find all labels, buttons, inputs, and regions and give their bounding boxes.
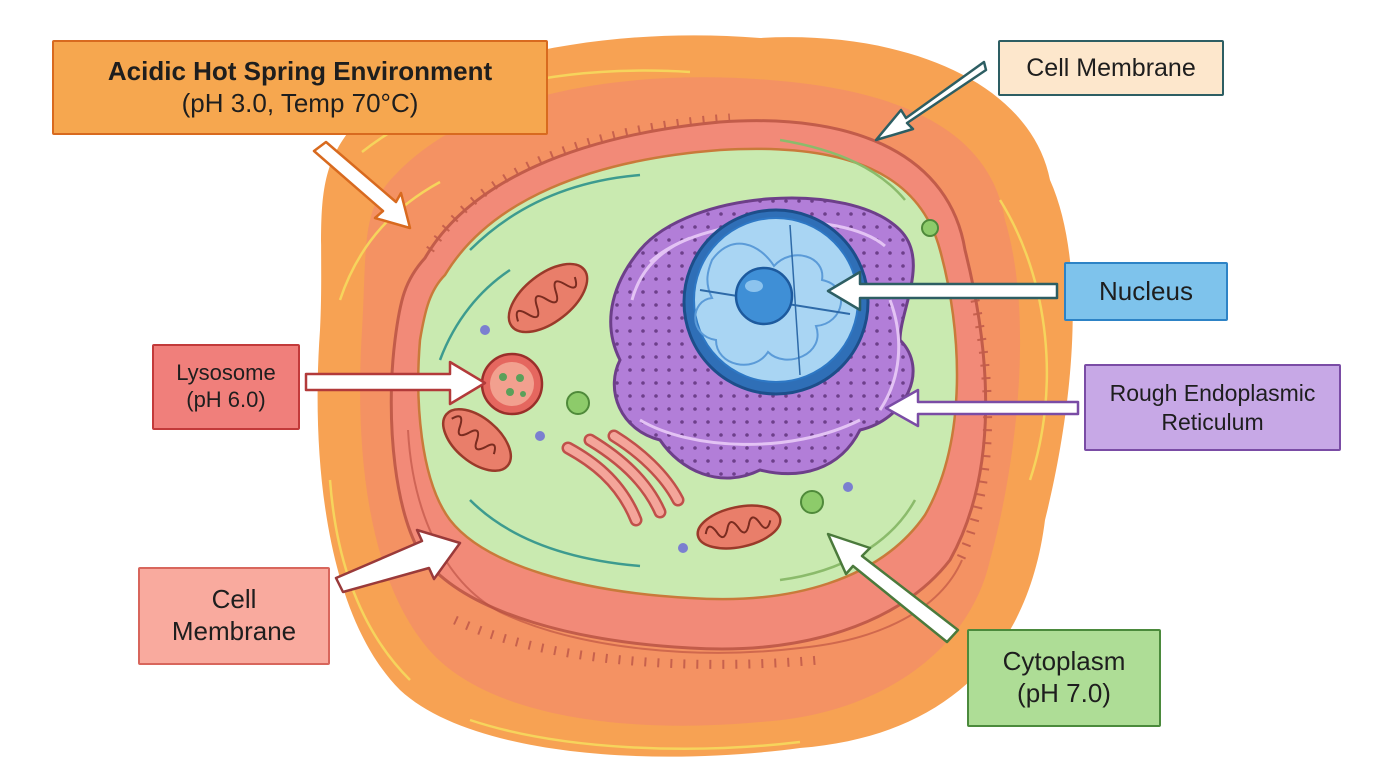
environment-label: Acidic Hot Spring Environment (pH 3.0, T… [52, 40, 548, 135]
lysosome-label: Lysosome (pH 6.0) [152, 344, 300, 430]
rough-er-line1: Rough Endoplasmic [1109, 380, 1316, 407]
cell-membrane-bottom-label: Cell Membrane [138, 567, 330, 665]
rough-er-label: Rough Endoplasmic Reticulum [1084, 364, 1341, 451]
arrow-nucleus [826, 270, 1059, 312]
pointer-arrows [304, 60, 1080, 644]
arrow-lysosome [304, 360, 487, 406]
golgi-apparatus [561, 429, 685, 527]
nucleus [682, 208, 870, 396]
cell-membrane-bottom-line2: Membrane [171, 616, 297, 646]
cell-membrane-bottom-line1: Cell [211, 584, 257, 615]
cytoplasm-name: Cytoplasm [1002, 646, 1126, 677]
arrow-cell-membrane-bottom [334, 528, 462, 594]
cytoplasm-label: Cytoplasm (pH 7.0) [967, 629, 1161, 727]
arrow-environment [312, 140, 412, 230]
arrow-rough-er [884, 388, 1080, 428]
nucleus-label: Nucleus [1064, 262, 1228, 321]
lysosome-name: Lysosome [176, 360, 276, 386]
environment-title: Acidic Hot Spring Environment [107, 55, 493, 86]
lysosome-ph: (pH 6.0) [186, 387, 266, 412]
cell-membrane-top-text: Cell Membrane [1026, 53, 1196, 82]
mitochondria [442, 262, 782, 550]
nucleus-text: Nucleus [1099, 275, 1193, 306]
lysosome [480, 352, 544, 416]
cytoplasm-ph: (pH 7.0) [1017, 678, 1111, 708]
arrow-cytoplasm [826, 532, 960, 644]
arrow-cell-membrane-top [874, 60, 988, 142]
rough-er-line2: Reticulum [1161, 408, 1264, 435]
cell-membrane-top-label: Cell Membrane [998, 40, 1224, 96]
environment-conditions: (pH 3.0, Temp 70°C) [181, 87, 419, 118]
